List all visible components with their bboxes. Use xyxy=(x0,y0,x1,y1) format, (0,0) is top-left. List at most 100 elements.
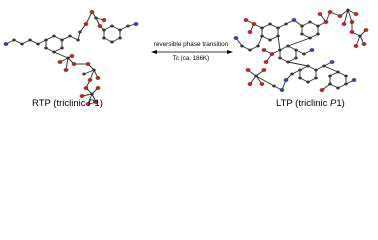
carbon-atom xyxy=(76,38,80,42)
oxygen-atom xyxy=(317,12,323,16)
reversible-transition-arrow xyxy=(151,50,233,54)
carbon-atom xyxy=(276,26,280,30)
carbon-atom xyxy=(248,48,252,52)
oxygen-atom xyxy=(353,44,359,48)
carbon-atom xyxy=(82,72,86,76)
carbon-atom xyxy=(336,86,340,90)
transition-label: reversible phase transition xyxy=(153,41,229,48)
oxygen-atom xyxy=(361,42,367,46)
carbon-atom xyxy=(308,20,312,24)
oxygen-atom xyxy=(251,22,257,26)
carbon-atom xyxy=(336,70,340,74)
oxygen-atom xyxy=(243,18,249,22)
rtp-molecular-structure xyxy=(3,10,139,106)
rtp-label: RTP (triclinic P1) xyxy=(32,98,103,109)
tc-label: Tc (ca. 186K) xyxy=(172,55,210,62)
carbon-atom xyxy=(308,36,312,40)
oxygen-atom xyxy=(259,82,265,86)
bond xyxy=(287,61,309,67)
carbon-atom xyxy=(268,22,272,26)
carbon-atom xyxy=(60,38,64,42)
carbon-atom xyxy=(12,38,16,42)
oxygen-atom xyxy=(87,78,93,82)
carbon-atom xyxy=(268,38,272,42)
carbon-atom xyxy=(110,24,114,28)
oxygen-atom xyxy=(93,100,99,104)
oxygen-atom xyxy=(97,24,103,28)
carbon-atom xyxy=(254,74,258,78)
carbon-atom xyxy=(102,28,106,32)
carbon-atom xyxy=(68,34,72,38)
carbon-atom xyxy=(60,46,64,50)
carbon-atom xyxy=(52,34,56,38)
carbon-atom xyxy=(322,64,326,68)
carbon-atom xyxy=(126,24,130,28)
crystal-structure-diagram xyxy=(3,8,369,106)
oxygen-atom xyxy=(337,14,343,18)
nitrogen-atom xyxy=(133,22,139,26)
nitrogen-atom xyxy=(309,48,315,52)
oxygen-atom xyxy=(57,60,63,64)
oxygen-atom xyxy=(83,86,89,90)
carbon-atom xyxy=(276,34,280,38)
carbon-atom xyxy=(272,84,276,88)
carbon-atom xyxy=(346,8,350,12)
carbon-atom xyxy=(314,68,318,72)
oxygen-atom xyxy=(247,82,253,86)
oxygen-atom xyxy=(69,54,75,58)
bond xyxy=(257,35,263,47)
oxygen-atom xyxy=(363,28,369,32)
nitrogen-atom xyxy=(291,18,297,22)
bond xyxy=(85,11,93,25)
bond xyxy=(277,35,281,51)
carbon-atom xyxy=(278,48,282,52)
oxygen-atom xyxy=(95,86,101,90)
carbon-atom xyxy=(36,42,40,46)
carbon-atom xyxy=(306,80,310,84)
oxygen-atom xyxy=(349,20,355,24)
carbon-atom xyxy=(358,34,362,38)
bond xyxy=(287,37,311,47)
carbon-atom xyxy=(344,74,348,78)
carbon-atom xyxy=(260,34,264,38)
ltp-molecular-structure xyxy=(233,8,369,92)
oxygen-atom xyxy=(85,102,91,106)
carbon-atom xyxy=(94,16,98,20)
oxygen-atom xyxy=(261,48,267,52)
oxygen-atom xyxy=(353,12,359,16)
oxygen-atom xyxy=(83,22,89,26)
nitrogen-atom xyxy=(233,36,239,40)
nitrogen-atom xyxy=(279,88,285,92)
carbon-atom xyxy=(298,68,302,72)
oxygen-atom xyxy=(247,30,253,34)
carbon-atom xyxy=(316,32,320,36)
oxygen-atom xyxy=(101,18,107,22)
bond xyxy=(255,75,275,87)
bond xyxy=(323,65,339,73)
carbon-atom xyxy=(300,32,304,36)
carbon-atom xyxy=(298,76,302,80)
carbon-atom xyxy=(102,36,106,40)
oxygen-atom xyxy=(327,10,333,14)
nitrogen-atom xyxy=(283,78,289,82)
carbon-atom xyxy=(118,28,122,32)
carbon-atom xyxy=(328,74,332,78)
carbon-atom xyxy=(66,56,70,60)
carbon-atom xyxy=(28,38,32,42)
carbon-atom xyxy=(78,30,82,34)
oxygen-atom xyxy=(71,62,77,66)
carbon-atom xyxy=(314,76,318,80)
bond xyxy=(53,51,69,59)
carbon-atom xyxy=(92,68,96,72)
oxygen-atom xyxy=(245,68,251,72)
carbon-atom xyxy=(278,56,282,60)
bond xyxy=(347,9,353,23)
carbon-atom xyxy=(286,44,290,48)
ltp-label: LTP (triclinic P1) xyxy=(276,98,345,109)
oxygen-atom xyxy=(319,88,325,92)
carbon-atom xyxy=(294,56,298,60)
bond xyxy=(343,9,349,25)
oxygen-atom xyxy=(323,20,329,24)
nitrogen-atom xyxy=(3,42,9,46)
carbon-atom xyxy=(256,44,260,48)
